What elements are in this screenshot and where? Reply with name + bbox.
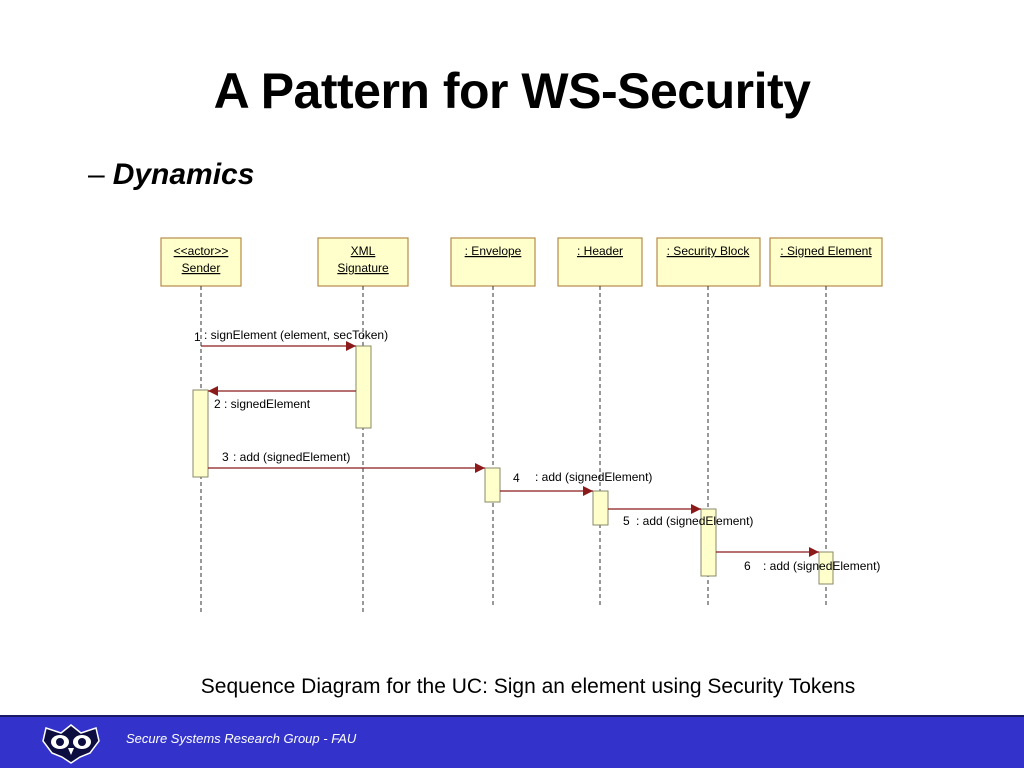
subtitle-dash: – [88,158,105,191]
message-6: 6 : add (signedElement) [716,547,880,573]
message-number: 3 [222,450,229,464]
owl-logo-icon [42,724,100,764]
slide-title: A Pattern for WS-Security [213,63,811,119]
lifeline-xml-signature: XML Signature [317,237,409,614]
message-label: : signElement (element, secToken) [204,328,388,342]
footer-org-text: Secure Systems Research Group - FAU [126,731,357,746]
message-number: 5 [623,514,630,528]
lifeline-label: Sender [182,261,221,275]
message-2: 2 : signedElement [208,386,356,411]
lifeline-label: : Header [577,244,623,258]
activation-sender [192,389,209,478]
message-label: : signedElement [224,397,311,411]
lifeline-signed-element: : Signed Element [769,237,883,608]
diagram-caption: Sequence Diagram for the UC: Sign an ele… [200,675,856,698]
message-label: : add (signedElement) [233,450,350,464]
activation-xml-signature [355,345,372,429]
lifeline-label: : Envelope [465,244,522,258]
sequence-diagram: <<actor>> Sender XML Signature : Envelop… [160,237,883,614]
activation-header [592,490,609,526]
slide-subtitle: –Dynamics [88,158,254,192]
lifeline-label: Signature [337,261,389,275]
subtitle-text: Dynamics [112,158,255,191]
message-5: 5 : add (signedElement) [608,504,753,528]
message-label: : add (signedElement) [763,559,880,573]
message-4: 4 : add (signedElement) [500,470,652,496]
message-number: 1 [194,330,201,344]
footer-bar: Secure Systems Research Group - FAU [0,715,1024,768]
lifeline-envelope: : Envelope [450,237,536,608]
message-number: 6 [744,559,751,573]
message-number: 2 [214,397,221,411]
message-number: 4 [513,471,520,485]
activation-signed-element [818,551,834,585]
lifeline-sender: <<actor>> Sender [160,237,242,614]
lifeline-label: : Security Block [667,244,751,258]
message-label: : add (signedElement) [636,514,753,528]
activation-security-block [700,508,717,577]
activation-envelope [484,467,501,503]
lifeline-label: : Signed Element [780,244,872,258]
lifeline-label: <<actor>> [174,244,229,258]
lifeline-header: : Header [557,237,643,608]
message-label: : add (signedElement) [535,470,652,484]
message-3: 3 : add (signedElement) [208,450,485,473]
message-1: 1 : signElement (element, secToken) [194,328,388,351]
lifeline-label: XML [351,244,376,258]
